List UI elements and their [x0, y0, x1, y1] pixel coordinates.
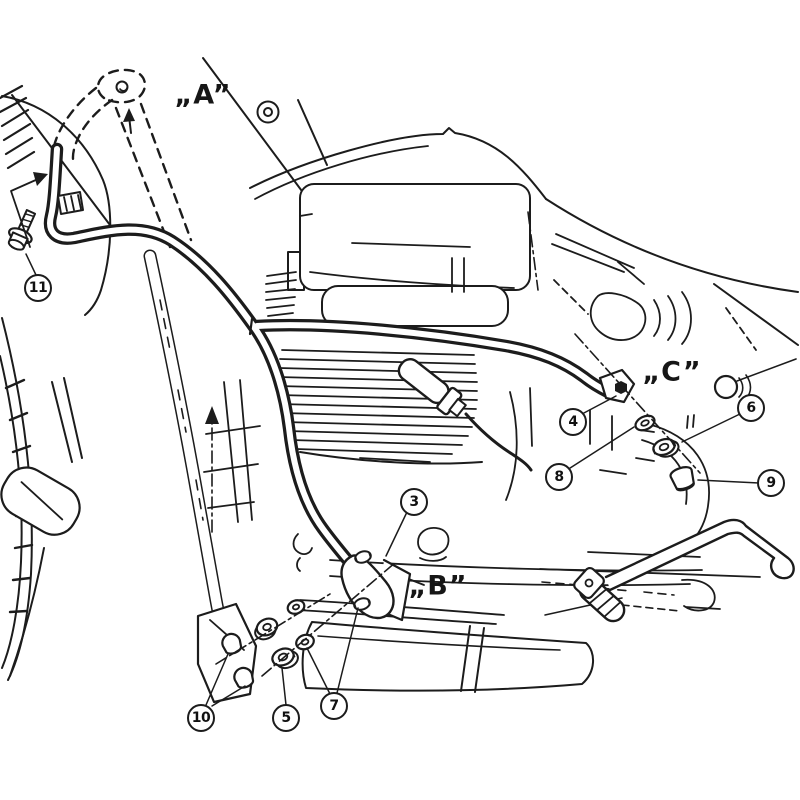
position-label-b: „B”: [408, 570, 468, 602]
arrow-to-bar-mount: [33, 172, 48, 186]
arrow-to-tab: [123, 108, 135, 122]
part-callout-7: 7: [320, 692, 348, 720]
part-callout-11: 11: [24, 274, 52, 302]
part-callout-3: 3: [400, 488, 428, 516]
position-label-a: „A”: [174, 79, 232, 111]
spark-plug-and-cable: [397, 358, 533, 472]
part-callout-5: 5: [272, 704, 300, 732]
phantom-dashes-c: [553, 279, 757, 351]
guard-bar-near-side: [43, 142, 615, 607]
engine-right-and-carb: [505, 291, 710, 559]
cap-nut-part-10a: [221, 632, 243, 655]
assembly-axes: [211, 211, 701, 677]
airbox: [287, 183, 531, 291]
frame-downtube: [203, 379, 313, 572]
washer-b: [286, 599, 306, 615]
part-callout-8: 8: [545, 463, 573, 491]
shift-lever: [544, 518, 795, 623]
part-callout-10: 10: [187, 704, 215, 732]
frame-and-tank: [202, 57, 799, 346]
part-callout-9: 9: [757, 469, 785, 497]
part-callout-4: 4: [559, 408, 587, 436]
bolt-part-11: [7, 209, 37, 251]
front-fender: [0, 84, 114, 677]
nut-part-6: [652, 437, 680, 458]
arrow-up-far-bar: [205, 406, 219, 424]
cap-part-9: [669, 466, 695, 492]
guard-bar-far-side: [143, 249, 258, 704]
part-callout-6: 6: [737, 394, 765, 422]
position-label-c: „C”: [642, 356, 702, 388]
washer-part-8: [634, 414, 656, 432]
exhaust-muffler: [297, 568, 761, 693]
flange-nut-part-5: [271, 647, 299, 670]
leader-lines: [25, 253, 760, 707]
front-fork: [0, 377, 83, 536]
engine-cylinder: [265, 257, 509, 465]
bottom-clamp-part-3: [340, 550, 412, 622]
washer-a: [254, 617, 279, 641]
phantom-position-a: [51, 68, 193, 249]
